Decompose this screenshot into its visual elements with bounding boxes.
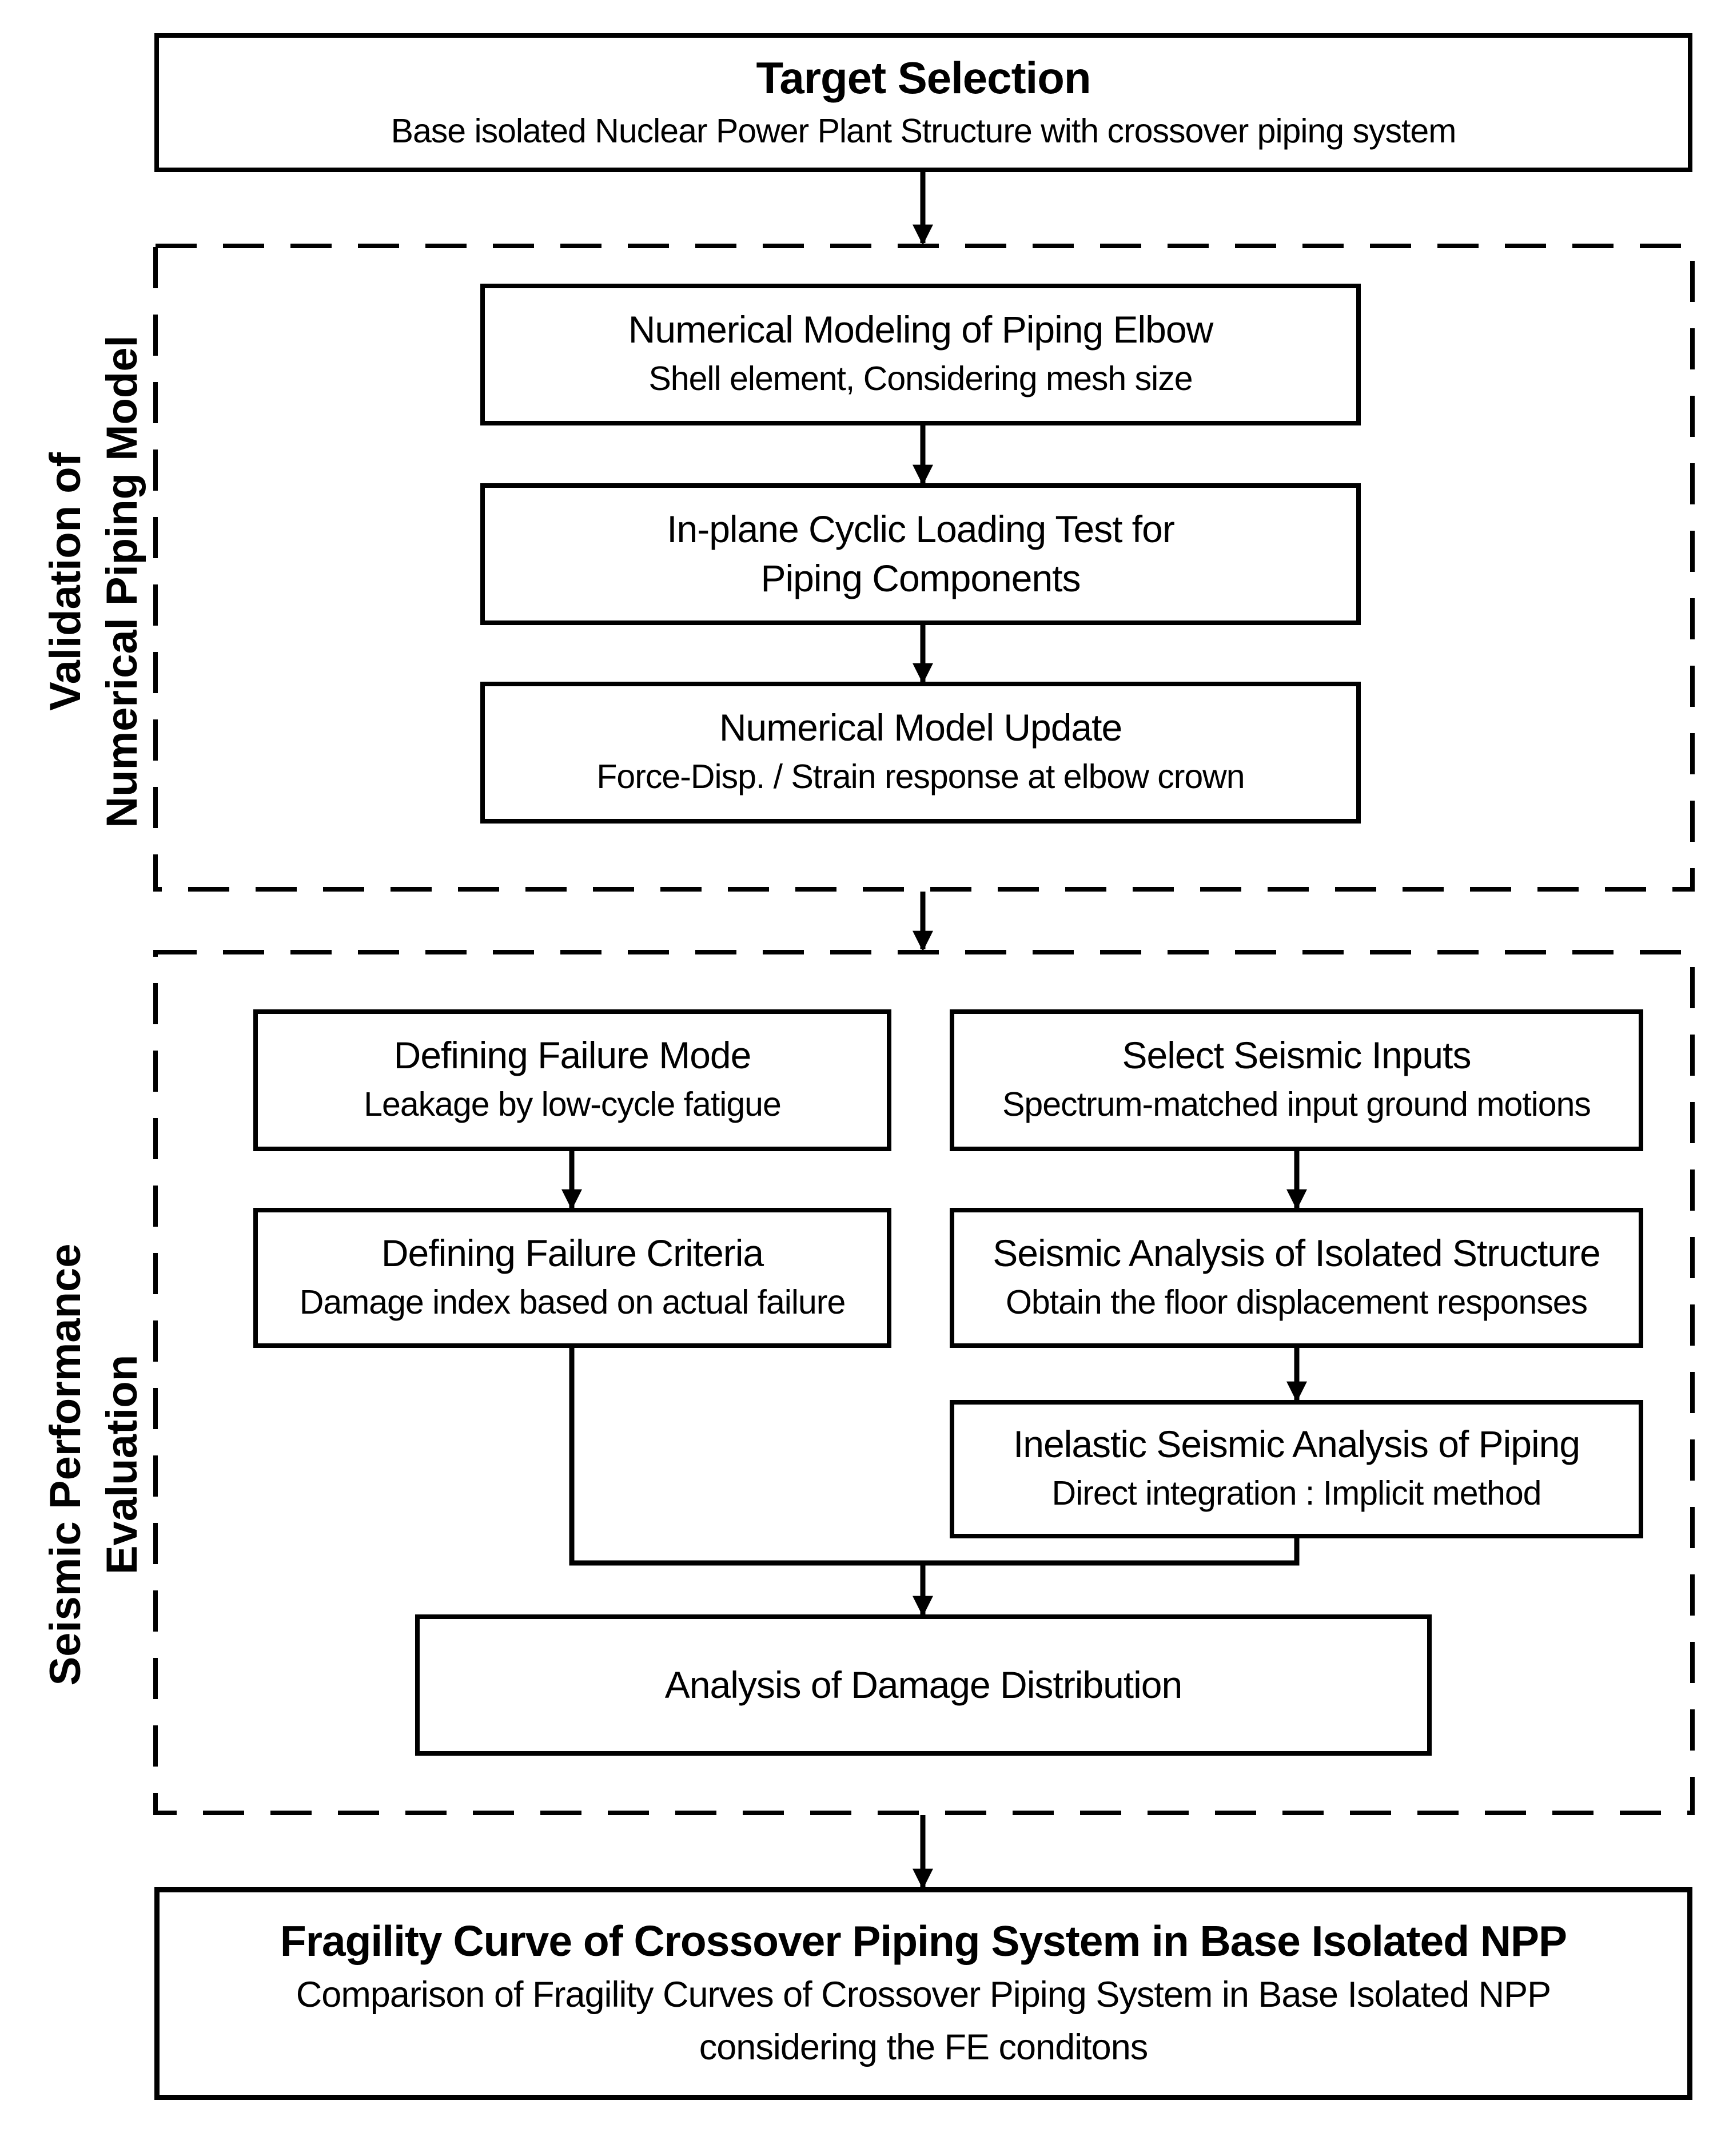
failure-mode-subtitle: Leakage by low-cycle fatigue <box>364 1085 782 1124</box>
validation-label-line2: Numerical Piping Model <box>98 335 146 828</box>
damage-distribution-title: Analysis of Damage Distribution <box>664 1663 1182 1706</box>
seismic-group-label: Seismic Performance Evaluation <box>38 1243 151 1685</box>
damage-distribution-box: Analysis of Damage Distribution <box>415 1614 1432 1756</box>
model-update-subtitle: Force-Disp. / Strain response at elbow c… <box>596 758 1245 796</box>
piping-analysis-box: Inelastic Seismic Analysis of Piping Dir… <box>950 1400 1643 1538</box>
fragility-curve-box: Fragility Curve of Crossover Piping Syst… <box>154 1887 1692 2100</box>
numerical-modeling-box: Numerical Modeling of Piping Elbow Shell… <box>480 284 1361 425</box>
fragility-curve-subtitle-line1: Comparison of Fragility Curves of Crosso… <box>296 1975 1551 2015</box>
seismic-label-line1: Seismic Performance <box>41 1243 90 1686</box>
failure-mode-box: Defining Failure Mode Leakage by low-cyc… <box>253 1009 891 1151</box>
target-selection-subtitle: Base isolated Nuclear Power Plant Struct… <box>391 112 1457 150</box>
fragility-curve-subtitle-line2: considering the FE conditons <box>699 2027 1148 2067</box>
structure-analysis-title: Seismic Analysis of Isolated Structure <box>993 1231 1600 1274</box>
model-update-title: Numerical Model Update <box>719 706 1122 749</box>
numerical-modeling-title: Numerical Modeling of Piping Elbow <box>628 308 1214 351</box>
seismic-label-line2: Evaluation <box>98 1354 146 1575</box>
structure-analysis-box: Seismic Analysis of Isolated Structure O… <box>950 1208 1643 1348</box>
failure-criteria-subtitle: Damage index based on actual failure <box>299 1283 846 1321</box>
structure-analysis-subtitle: Obtain the floor displacement responses <box>1005 1283 1588 1321</box>
validation-label-line1: Validation of <box>41 452 90 711</box>
failure-mode-title: Defining Failure Mode <box>393 1034 752 1077</box>
piping-analysis-title: Inelastic Seismic Analysis of Piping <box>1013 1423 1580 1466</box>
validation-group-frame <box>153 244 1695 892</box>
target-selection-title: Target Selection <box>756 53 1091 104</box>
seismic-inputs-title: Select Seismic Inputs <box>1122 1034 1472 1077</box>
piping-analysis-subtitle: Direct integration : Implicit method <box>1051 1474 1542 1513</box>
fragility-curve-title: Fragility Curve of Crossover Piping Syst… <box>280 1916 1567 1965</box>
cyclic-loading-test-box: In-plane Cyclic Loading Test for Piping … <box>480 483 1361 625</box>
model-update-box: Numerical Model Update Force-Disp. / Str… <box>480 682 1361 824</box>
failure-criteria-box: Defining Failure Criteria Damage index b… <box>253 1208 891 1348</box>
numerical-modeling-subtitle: Shell element, Considering mesh size <box>648 360 1193 398</box>
target-selection-box: Target Selection Base isolated Nuclear P… <box>154 33 1692 172</box>
validation-group-label: Validation of Numerical Piping Model <box>38 335 151 828</box>
failure-criteria-title: Defining Failure Criteria <box>381 1231 764 1274</box>
cyclic-loading-test-title-line2: Piping Components <box>760 557 1081 599</box>
cyclic-loading-test-title-line1: In-plane Cyclic Loading Test for <box>667 508 1175 551</box>
merge-connector <box>569 1348 1300 1566</box>
seismic-inputs-subtitle: Spectrum-matched input ground motions <box>1002 1085 1591 1124</box>
seismic-group-frame <box>153 950 1695 1815</box>
seismic-inputs-box: Select Seismic Inputs Spectrum-matched i… <box>950 1009 1643 1151</box>
